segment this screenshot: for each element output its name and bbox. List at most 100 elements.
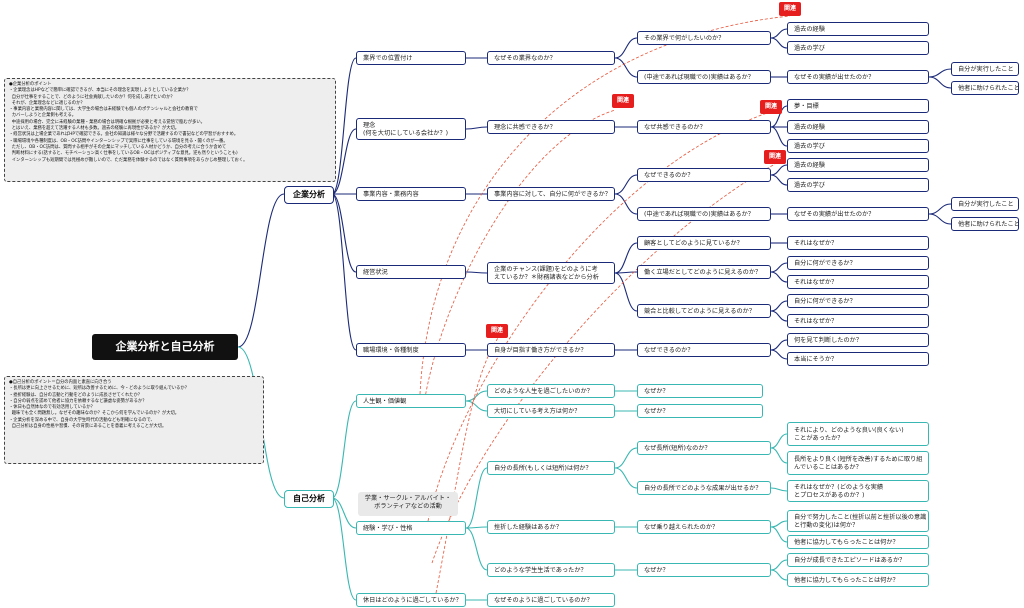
related-badge: 関連: [760, 100, 782, 114]
node-c1a2a2[interactable]: 他者に助けられたこと: [951, 81, 1019, 95]
node-s2b1b[interactable]: 他者に協力してもらったことは何か？: [787, 535, 929, 549]
branch-line: [928, 68, 952, 78]
node-c5a[interactable]: 自身が目指す働き方ができるか？: [487, 343, 615, 357]
node-c4a[interactable]: 企業のチャンス(課題)をどのように考 えているか？＊財務諸表などから分析: [487, 262, 615, 284]
node-c4a2b[interactable]: それはなぜか？: [787, 275, 929, 289]
branch-line: [770, 126, 788, 147]
node-c4a3a[interactable]: 自分に何ができるか？: [787, 294, 929, 308]
branch-line: [770, 310, 788, 322]
node-c4a2[interactable]: 働く立場だとしてどのように見えるのか？: [637, 265, 771, 279]
node-s1a[interactable]: どのような人生を過ごしたいのか？: [487, 384, 615, 398]
branch-line: [614, 37, 638, 59]
node-c3a2a[interactable]: なぜその実績が出せたのか？: [787, 207, 929, 221]
branch-line: [331, 497, 357, 529]
branch-line: [465, 400, 488, 412]
node-c2a1b[interactable]: 過去の経験: [787, 120, 929, 134]
node-s2c1a[interactable]: 自分が成長できたエピソードはあるか？: [787, 553, 929, 567]
branch-line: [770, 300, 788, 312]
branch-line: [770, 559, 788, 571]
self-analysis-topic[interactable]: 自己分析: [284, 490, 334, 508]
node-c5a1a[interactable]: 何を見て判断したのか？: [787, 333, 929, 347]
node-s2b[interactable]: 挫折した経験はあるか？: [487, 520, 615, 534]
node-c1a2a1[interactable]: 自分が実行したこと: [951, 62, 1019, 76]
node-s1[interactable]: 人生観・価値観: [356, 394, 466, 408]
node-c3a1[interactable]: なぜできるのか？: [637, 168, 771, 182]
company-analysis-topic[interactable]: 企業分析: [284, 186, 334, 204]
node-s3a[interactable]: なぜそのように過ごしているのか？: [487, 593, 615, 607]
node-c2[interactable]: 理念 (何を大切にしている会社か？): [356, 118, 466, 140]
node-c4[interactable]: 経営状況: [356, 265, 466, 279]
branch-line: [465, 527, 488, 571]
node-c5[interactable]: 職場環境・各種制度: [356, 343, 466, 357]
node-c3a2a2[interactable]: 他者に助けられたこと: [951, 217, 1019, 231]
node-c1[interactable]: 業界での位置付け: [356, 51, 466, 65]
branch-line: [465, 271, 488, 274]
branch-line: [770, 271, 788, 283]
node-c4a1[interactable]: 顧客としてどのように見ているか？: [637, 236, 771, 250]
node-s2c1[interactable]: なぜか？: [637, 563, 771, 577]
node-c3a[interactable]: 事業内容に対して、自分に何ができるか？: [487, 187, 615, 201]
node-c1a1[interactable]: その業界で何がしたいのか？: [637, 31, 771, 45]
node-c2a1c[interactable]: 過去の学び: [787, 139, 929, 153]
node-s2a2[interactable]: 自分の長所でどのような成果が出せるか？: [637, 481, 771, 495]
node-c4a3[interactable]: 競合と比較してどのように見えるのか？: [637, 304, 771, 318]
node-c4a1a[interactable]: それはなぜか？: [787, 236, 929, 250]
branch-line: [770, 28, 788, 39]
node-s3[interactable]: 休日はどのように過ごしているか？: [356, 593, 466, 607]
related-link: [427, 111, 771, 522]
branch-line: [770, 37, 788, 49]
branch-line: [770, 349, 788, 360]
related-badge: 関連: [486, 324, 508, 338]
node-s1b1[interactable]: なぜか？: [637, 404, 763, 418]
node-s2b1a[interactable]: 自分で努力したこと(挫折以前と挫折以後の意識 と行動の変化)は何か？: [787, 510, 929, 532]
node-c3a2[interactable]: (中途であれば現職での)実績はあるか？: [637, 207, 771, 221]
node-s2c1b[interactable]: 他者に協力してもらったことは何か？: [787, 573, 929, 587]
branch-line: [928, 76, 952, 89]
branch-line: [770, 569, 788, 581]
node-c2a1a[interactable]: 夢・目標: [787, 99, 929, 113]
node-s2a1[interactable]: なぜ長所(短所)なのか？: [637, 441, 771, 455]
related-badge: 関連: [779, 2, 801, 16]
node-c1a2[interactable]: (中途であれば現職での)実績はあるか？: [637, 70, 771, 84]
node-s1b[interactable]: 大切にしている考え方は何か？: [487, 404, 615, 418]
branch-line: [465, 390, 488, 402]
node-c3a2a1[interactable]: 自分が実行したこと: [951, 197, 1019, 211]
node-s2a1b[interactable]: 長所をより良く(短所を改善)するために取り組 んでいることはあるか？: [787, 451, 929, 475]
node-c3a1b[interactable]: 過去の学び: [787, 178, 929, 192]
node-c1a1a[interactable]: 過去の経験: [787, 22, 929, 36]
node-c2a1[interactable]: なぜ共感できるのか？: [637, 120, 771, 134]
node-s2[interactable]: 経験・学び・性格: [356, 521, 466, 535]
node-c3a1a[interactable]: 過去の経験: [787, 158, 929, 172]
node-c3[interactable]: 事業内容・業務内容: [356, 187, 466, 201]
node-c5a1b[interactable]: 本当にそうか？: [787, 352, 929, 366]
branch-line: [465, 126, 488, 130]
branch-line: [465, 467, 488, 529]
node-s2a1a[interactable]: それにより、どのような良い(良くない) ことがあったか？: [787, 422, 929, 446]
branch-line: [770, 526, 788, 543]
node-s2a2a[interactable]: それはなぜか？(どのような実績 とプロセスがあるのか？): [787, 480, 929, 502]
node-s2c[interactable]: どのような学生生活であったか？: [487, 563, 615, 577]
node-c2a[interactable]: 理念に共感できるか？: [487, 120, 615, 134]
root-topic[interactable]: 企業分析と自己分析: [92, 334, 238, 360]
node-c1a[interactable]: なぜその業界なのか？: [487, 51, 615, 65]
node-c4a2a[interactable]: 自分に何ができるか？: [787, 256, 929, 270]
node-s1a1[interactable]: なぜか？: [637, 384, 763, 398]
branch-line: [331, 193, 357, 351]
branch-line: [770, 174, 788, 186]
node-c5a1[interactable]: なぜできるのか？: [637, 343, 771, 357]
branch-line: [614, 467, 638, 489]
node-c1a1b[interactable]: 過去の学び: [787, 41, 929, 55]
branch-line: [770, 487, 788, 492]
node-s2a[interactable]: 自分の長所(もしくは短所)は何か？: [487, 461, 615, 475]
branch-line: [614, 57, 638, 78]
related-link: [431, 163, 776, 564]
node-s2b1[interactable]: なぜ乗り越えられたのか？: [637, 520, 771, 534]
related-link: [423, 109, 616, 405]
branch-line: [770, 262, 788, 273]
branch-line: [770, 520, 788, 528]
node-c1a2a[interactable]: なぜその実績が出せたのか？: [787, 70, 929, 84]
branch-line: [237, 193, 285, 348]
node-c4a3b[interactable]: それはなぜか？: [787, 314, 929, 328]
activities-label: 学業・サークル・アルバイト・ ボランティアなどの活動: [358, 492, 458, 516]
